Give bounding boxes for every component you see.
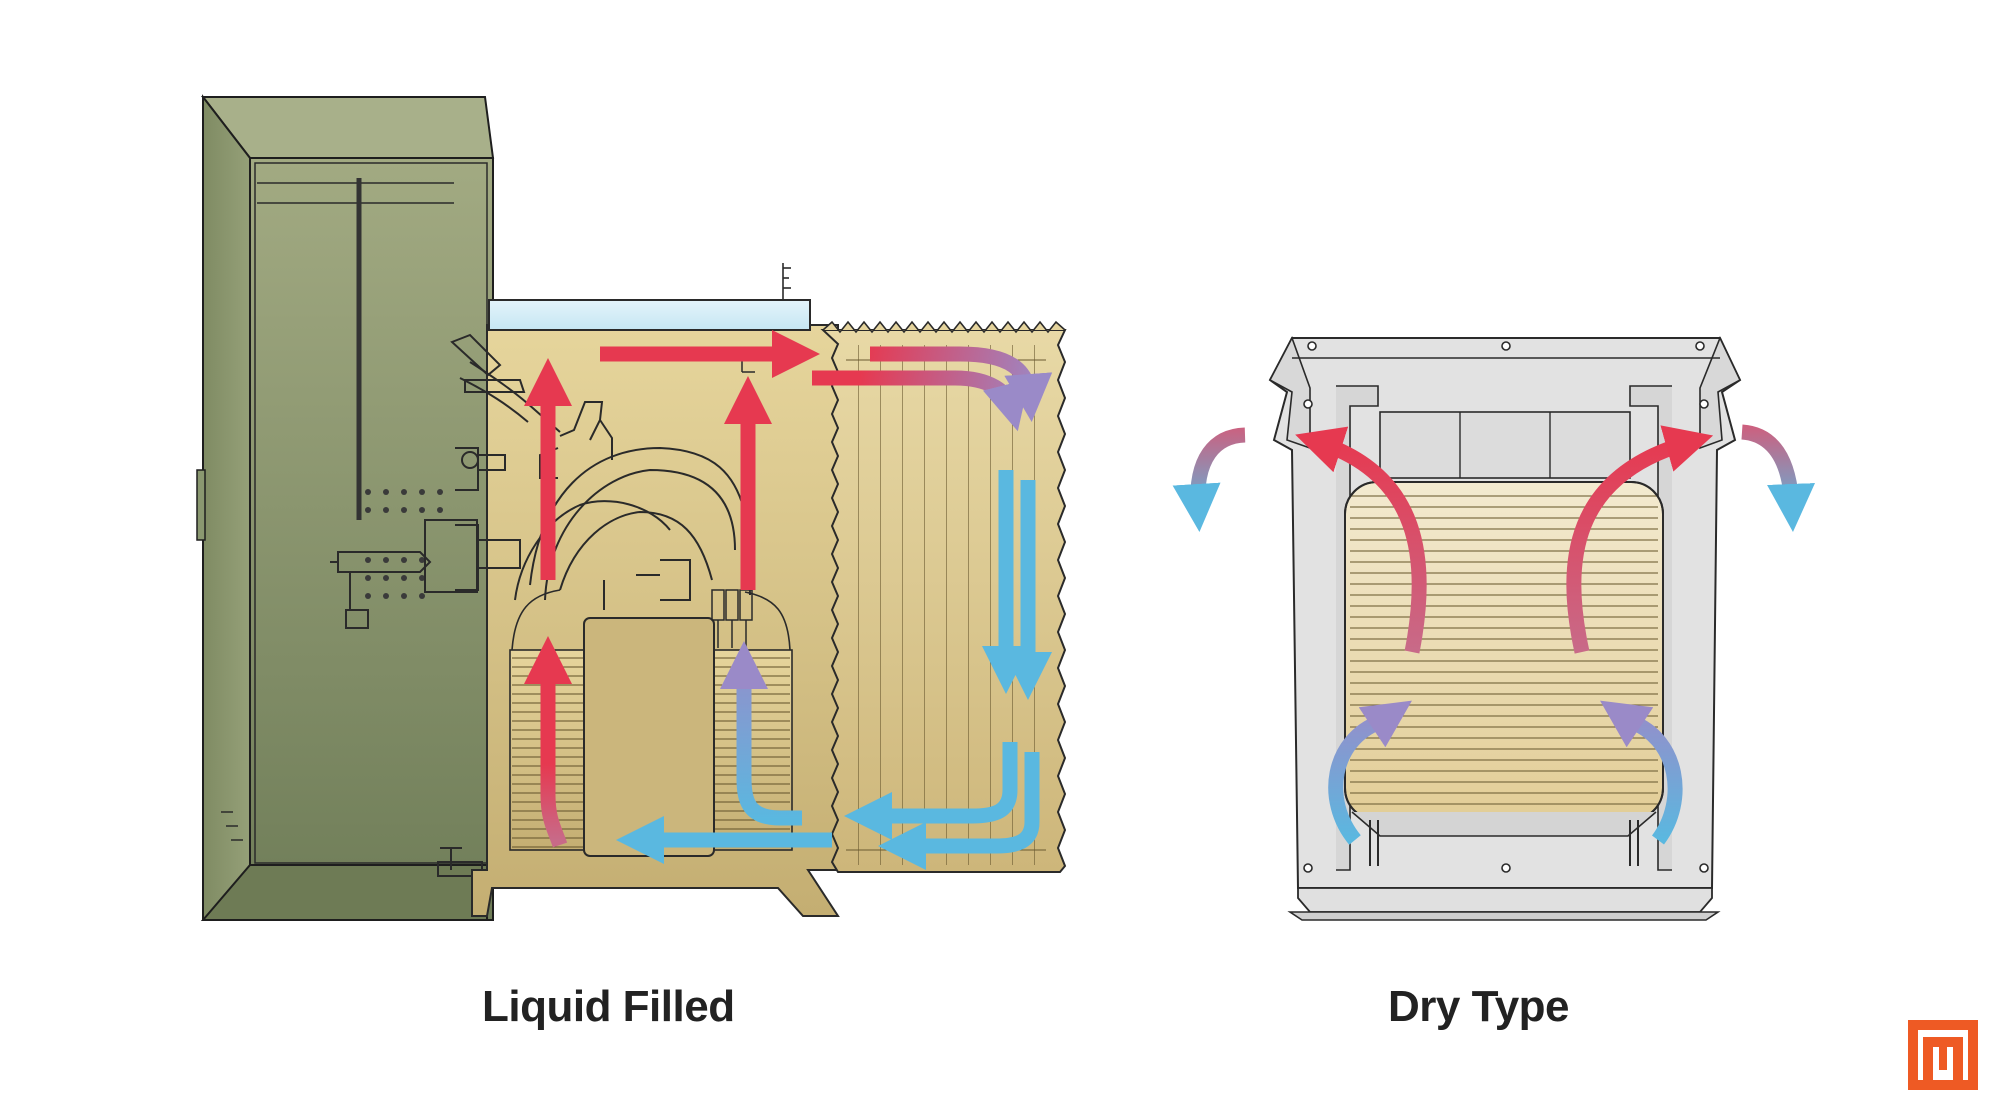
dry-type-caption: Dry Type <box>1388 982 1570 1031</box>
dry-coil <box>1344 481 1664 866</box>
liquid-filled-transformer <box>196 94 1067 921</box>
cabinet-bushing-holes <box>365 489 443 599</box>
air-out-left-arrow <box>1172 427 1246 532</box>
cool-bottom-arrow-2 <box>877 752 1040 871</box>
air-rise-right-arrow <box>1566 425 1714 654</box>
oil-flow-arrows <box>523 329 1053 871</box>
air-in-left-arrow <box>1328 700 1412 845</box>
cool-bottom-arrow-1 <box>843 742 1018 841</box>
air-in-right-arrow <box>1600 700 1683 845</box>
warm-rise-left-arrow <box>523 635 573 848</box>
tank-bushings <box>424 333 526 593</box>
hot-into-radiator-arrow-2 <box>812 370 1030 432</box>
enclosure-bolts <box>1303 341 1709 873</box>
transformer-core <box>583 617 715 857</box>
air-out-right-arrow <box>1741 424 1816 532</box>
oil-level-gauge <box>782 263 791 300</box>
cool-rise-center-arrow <box>719 640 802 826</box>
pad-mount-cabinet <box>196 94 495 921</box>
liquid-filled-caption: Liquid Filled <box>482 982 735 1031</box>
internal-leads <box>459 361 753 648</box>
air-flow-arrows <box>1172 424 1816 845</box>
brand-logo-icon <box>1908 1020 1978 1090</box>
oil-expansion-space <box>488 299 811 331</box>
air-rise-left-arrow <box>1295 426 1427 654</box>
dry-type-transformer <box>1172 336 1816 921</box>
cabinet-elbow-connector <box>330 551 432 629</box>
